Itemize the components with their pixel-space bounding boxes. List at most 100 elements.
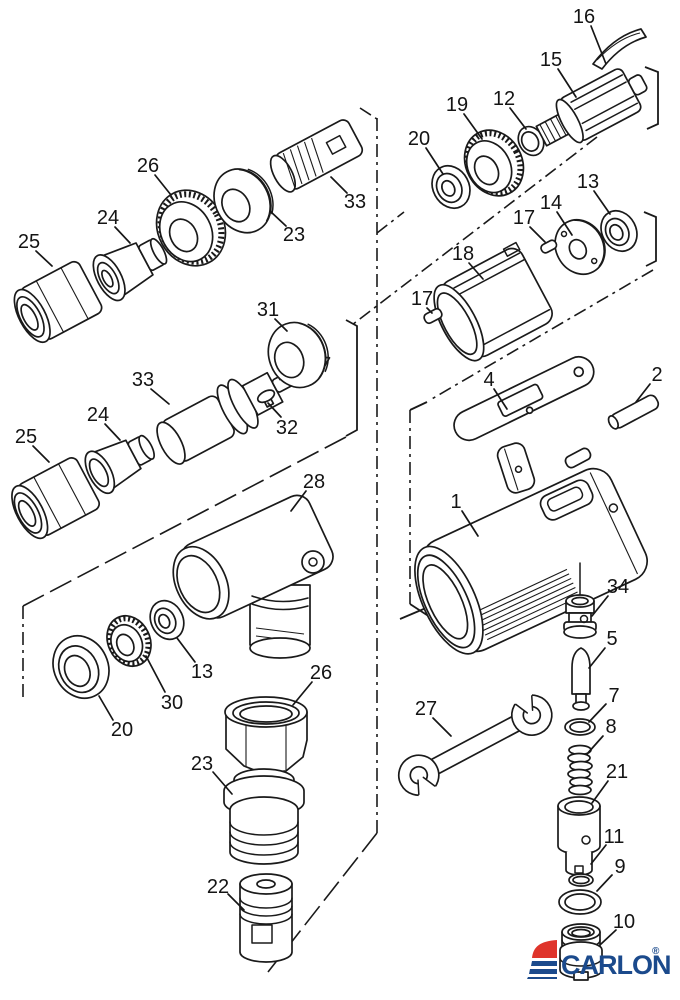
part-trigger-pin	[564, 447, 592, 469]
leader-line-33	[150, 388, 170, 405]
part-13-bearing-a	[600, 209, 638, 253]
leader-line-12	[509, 107, 527, 130]
part-11-o-ring-small	[568, 873, 594, 887]
leader-line-13	[593, 190, 611, 215]
part-callout-23: 23	[283, 224, 305, 246]
leader-line-27	[432, 717, 452, 737]
part-callout-22: 22	[207, 876, 229, 898]
part-27-wrench	[397, 687, 553, 803]
part-callout-25: 25	[15, 426, 37, 448]
leader-line-24	[104, 423, 121, 441]
part-callout-26: 26	[310, 662, 332, 684]
leader-line-34	[591, 595, 609, 617]
part-callout-27: 27	[415, 698, 437, 720]
leader-line-23	[212, 771, 233, 795]
part-callout-15: 15	[540, 49, 562, 71]
part-callout-31: 31	[257, 299, 279, 321]
part-callout-13: 13	[191, 661, 213, 683]
part-23-threaded-plug-b	[223, 768, 305, 865]
part-19-drive-gear	[463, 129, 525, 197]
part-callout-20: 20	[408, 128, 430, 150]
part-26-hex-collar-b	[224, 696, 308, 774]
part-24-collet-b	[84, 434, 155, 495]
part-30-ratchet-washer	[106, 614, 152, 668]
part-22-valve-cylinder	[239, 873, 293, 963]
part-32-set-screw	[256, 389, 276, 408]
leader-line-14	[556, 211, 573, 236]
part-14-end-plate	[554, 218, 606, 276]
leader-line-2	[635, 383, 651, 403]
part-2-pin	[607, 394, 660, 430]
leader-line-25	[35, 250, 53, 267]
part-callout-33: 33	[344, 191, 366, 213]
part-callout-17: 17	[513, 207, 535, 229]
part-callout-14: 14	[540, 192, 562, 214]
leader-line-15	[557, 68, 577, 98]
leader-line-7	[588, 703, 607, 723]
leader-line-28	[290, 490, 307, 512]
part-callout-5: 5	[606, 628, 617, 650]
part-24-collet-a	[92, 237, 168, 302]
leader-line-25	[32, 445, 50, 463]
leader-line-8	[586, 735, 604, 755]
part-callout-26: 26	[137, 155, 159, 177]
leader-line-1	[461, 510, 479, 537]
leader-line-24	[114, 226, 131, 244]
part-4-throttle-lever	[453, 355, 595, 442]
leader-line-23	[269, 210, 287, 227]
part-20-bearing-b	[52, 634, 110, 700]
leader-line-11	[590, 844, 607, 865]
part-callout-23: 23	[191, 753, 213, 775]
part-callout-21: 21	[606, 761, 628, 783]
part-13-bearing-small	[149, 599, 185, 641]
part-callout-30: 30	[161, 692, 183, 714]
leader-line-9	[596, 874, 613, 892]
leader-line-22	[227, 893, 245, 911]
part-callout-16: 16	[573, 6, 595, 28]
logo-wordmark: CARLON	[561, 950, 671, 980]
part-7-o-ring-small	[564, 718, 596, 736]
part-31-ribbed-ring	[267, 321, 329, 389]
part-callout-7: 7	[608, 685, 619, 707]
part-callout-18: 18	[452, 243, 474, 265]
part-33-spindle-a	[269, 119, 364, 193]
leader-line-26	[292, 681, 313, 706]
part-callout-13: 13	[577, 171, 599, 193]
part-callout-20: 20	[111, 719, 133, 741]
part-callout-11: 11	[604, 826, 625, 848]
part-callout-1: 1	[450, 491, 461, 513]
part-callout-32: 32	[276, 417, 298, 439]
part-safety-catch	[496, 442, 536, 494]
part-10-inlet-bushing	[559, 923, 603, 981]
part-12-washer	[517, 125, 545, 157]
part-1-motor-housing	[414, 467, 648, 655]
part-callout-9: 9	[614, 856, 625, 878]
part-25-collet-nut-a	[13, 260, 103, 344]
part-callout-4: 4	[483, 369, 494, 391]
carlon-flag-icon	[527, 940, 557, 979]
part-25-collet-nut-b	[11, 457, 101, 540]
part-21-valve-body	[557, 796, 601, 876]
leader-line-21	[591, 780, 609, 804]
carlon-logo: CARLON ®	[527, 940, 672, 980]
part-20-bearing-a	[431, 164, 471, 210]
leader-line-30	[145, 655, 166, 693]
leader-line-17	[529, 226, 546, 243]
part-callout-10: 10	[613, 911, 635, 933]
leader-line-18	[468, 262, 484, 280]
leader-line-19	[463, 113, 483, 140]
leader-line-4	[493, 388, 508, 410]
leader-line-20	[425, 147, 444, 175]
part-callout-8: 8	[605, 716, 616, 738]
part-callout-17: 17	[411, 288, 433, 310]
part-15-rotor	[535, 68, 648, 147]
leader-line-31	[274, 318, 288, 332]
leader-line-20	[98, 695, 114, 721]
leader-line-26	[154, 174, 172, 196]
part-16-rotor-vane	[592, 28, 647, 70]
logo-registered-mark: ®	[652, 946, 660, 957]
part-17-pin-a	[540, 239, 558, 254]
